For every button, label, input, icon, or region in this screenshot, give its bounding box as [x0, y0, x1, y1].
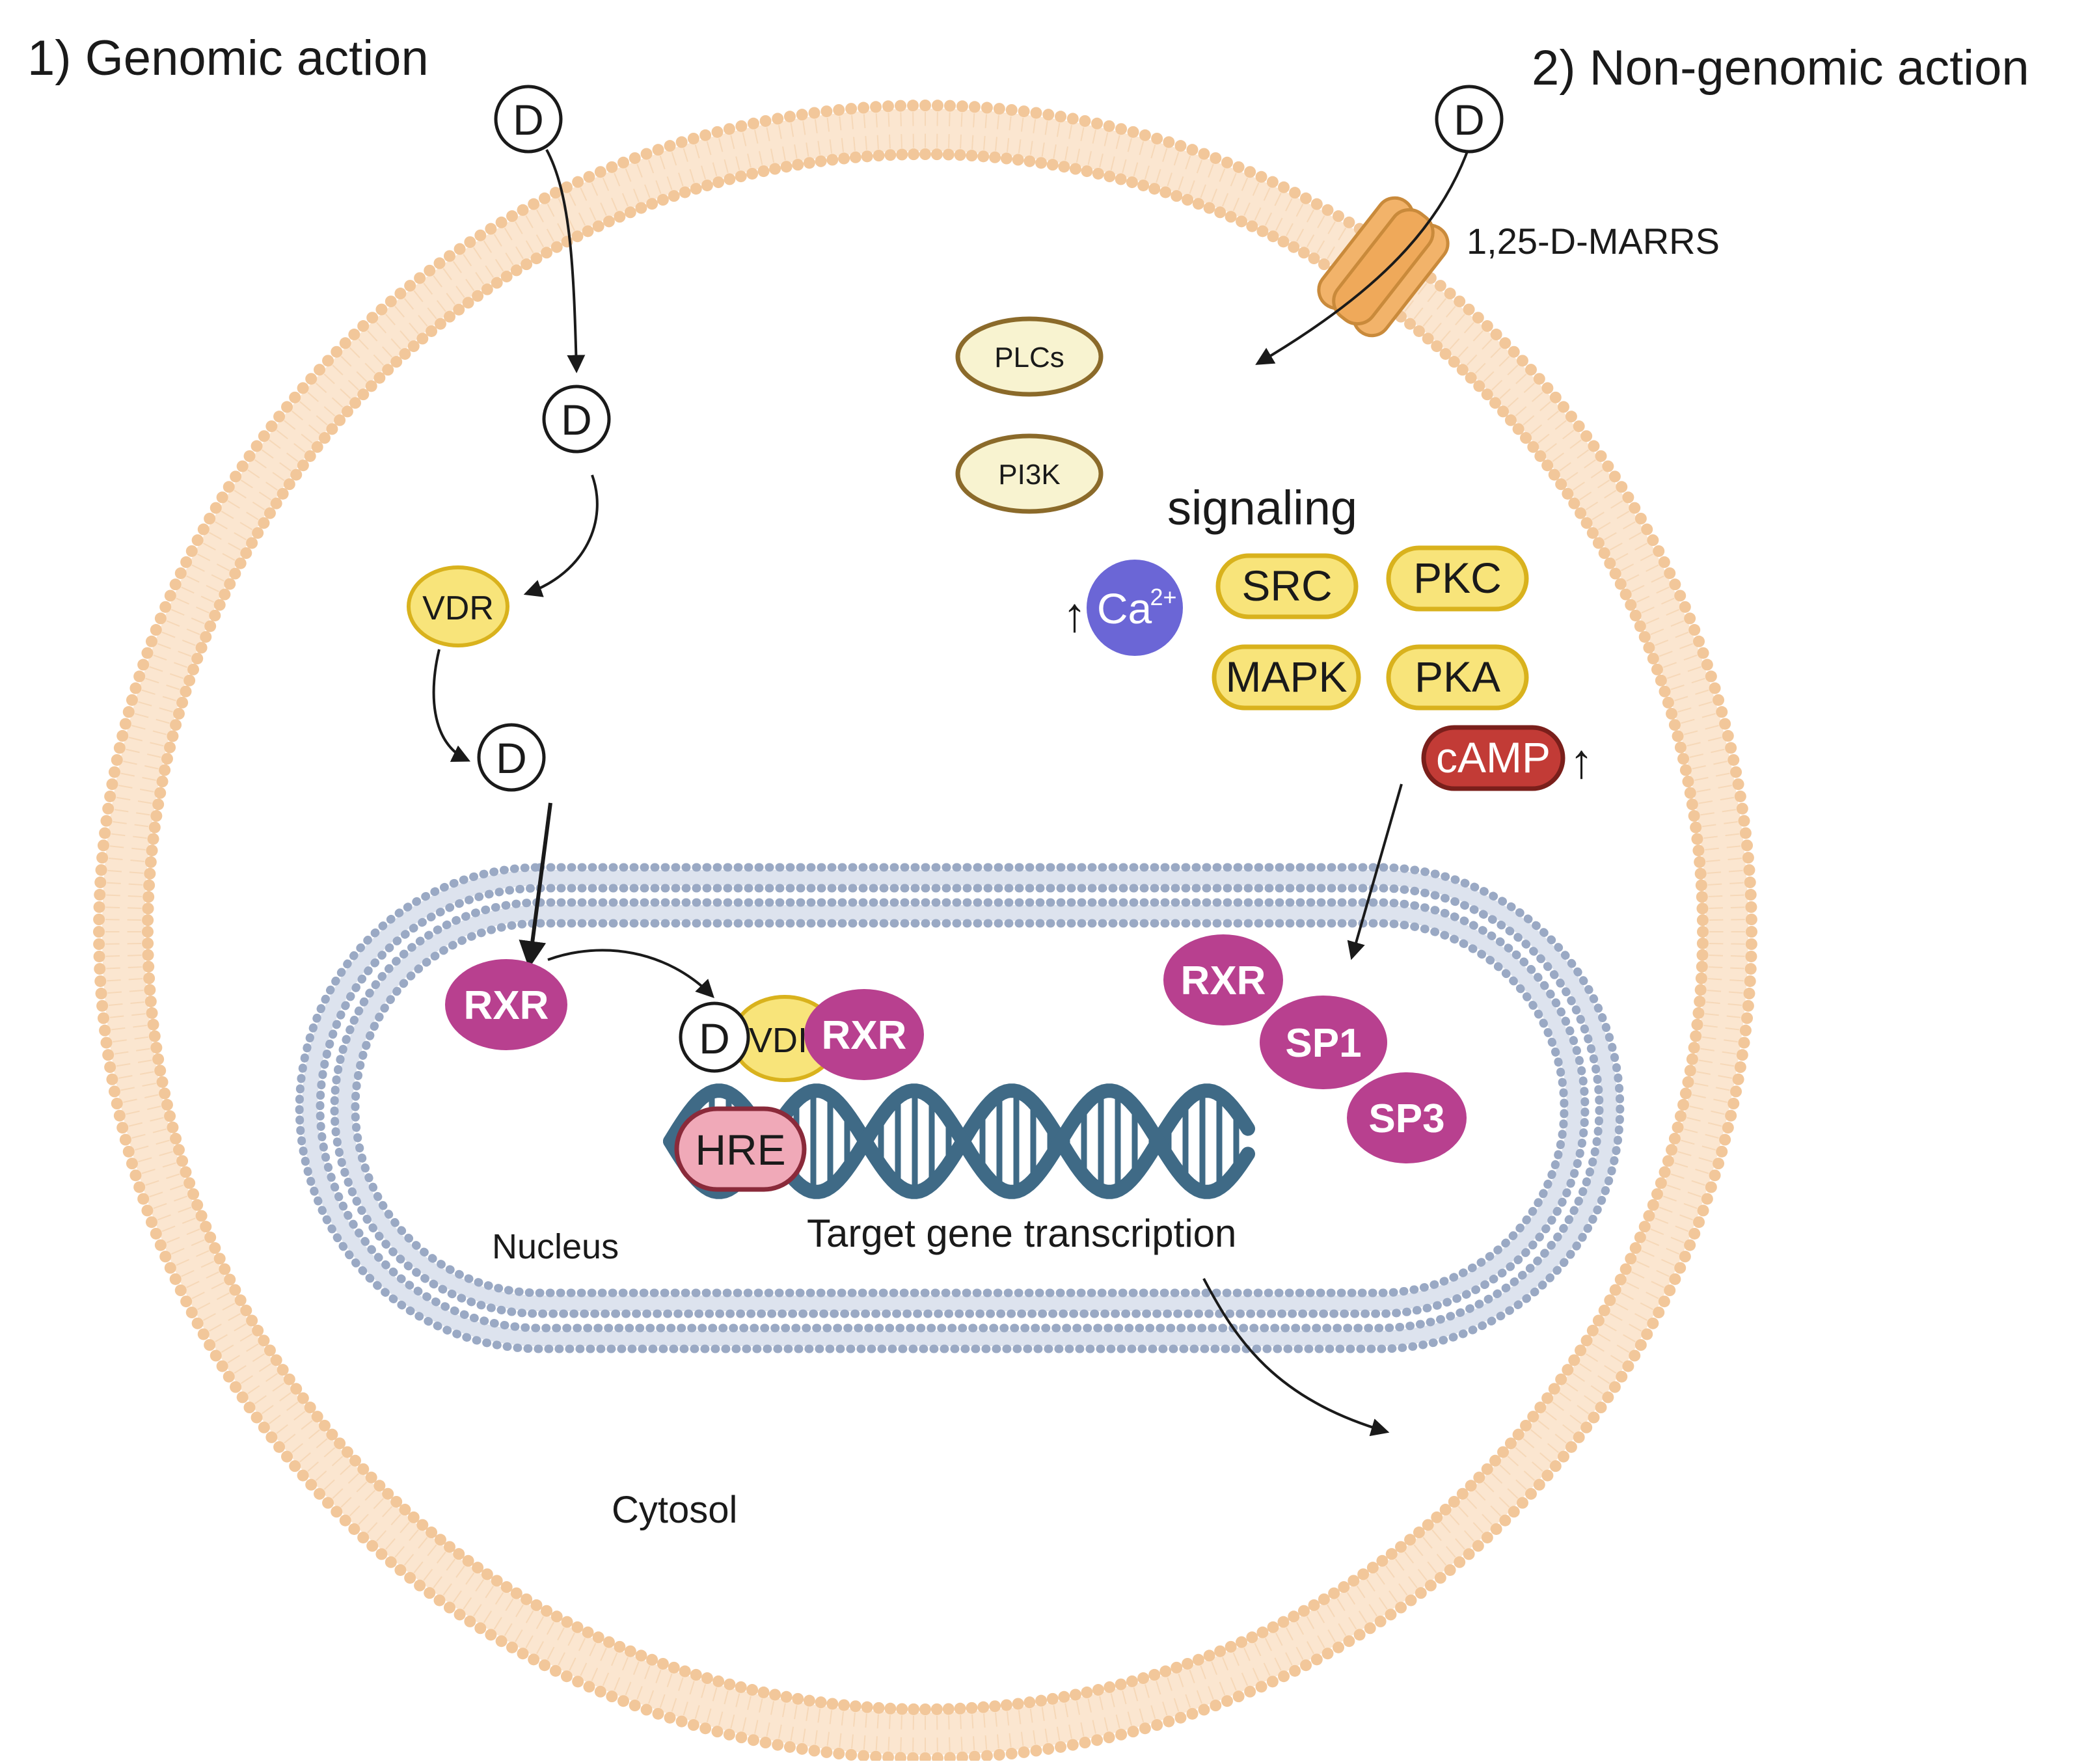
- src-protein: SRC: [1218, 556, 1356, 617]
- ligand-d-label: D: [699, 1014, 730, 1063]
- ligand-d-bound: D: [479, 725, 544, 790]
- genomic-title: 1) Genomic action: [27, 31, 429, 86]
- nucleus-label: Nucleus: [492, 1227, 619, 1266]
- arrow-rxr-to-complex: [548, 950, 712, 996]
- pka-label: PKA: [1415, 653, 1500, 701]
- rxr-label: RXR: [464, 983, 549, 1028]
- hre-label: HRE: [695, 1126, 785, 1174]
- receptor-label: 1,25-D-MARRS: [1467, 221, 1720, 262]
- camp-up-arrow: ↑: [1569, 734, 1593, 788]
- target-gene-label: Target gene transcription: [807, 1212, 1236, 1255]
- plcs-protein: PLCs: [958, 319, 1101, 394]
- pka-protein: PKA: [1389, 647, 1526, 708]
- hre-element: HRE: [677, 1109, 804, 1189]
- vdr-label: VDR: [422, 590, 494, 627]
- ligand-d-label: D: [561, 396, 592, 444]
- vdr-protein: VDR: [409, 567, 508, 645]
- ligand-d-top-left: D: [496, 87, 561, 152]
- rxr-protein-left: RXR: [445, 959, 567, 1050]
- mapk-label: MAPK: [1225, 653, 1347, 701]
- pkc-protein: PKC: [1389, 548, 1526, 609]
- sp3-label: SP3: [1368, 1096, 1444, 1141]
- plcs-label: PLCs: [994, 342, 1064, 373]
- sp3-protein: SP3: [1347, 1072, 1467, 1163]
- calcium-ion: Ca 2+: [1087, 560, 1183, 656]
- calcium-charge: 2+: [1150, 584, 1176, 610]
- ligand-d-top-right: D: [1437, 87, 1502, 152]
- ligand-d-label: D: [1454, 96, 1485, 144]
- ligand-d-label: D: [496, 734, 527, 782]
- vdr-rxr-complex: VDI RXR D: [681, 989, 924, 1080]
- sp1-label: SP1: [1285, 1021, 1361, 1066]
- signaling-label: signaling: [1167, 481, 1357, 535]
- mapk-protein: MAPK: [1214, 647, 1359, 708]
- rxr-complex-label: RXR: [822, 1013, 907, 1058]
- pi3k-protein: PI3K: [958, 436, 1101, 511]
- vdr-partial-label: VDI: [749, 1021, 807, 1060]
- rxr-label: RXR: [1181, 958, 1266, 1003]
- cytosol-label: Cytosol: [612, 1489, 737, 1531]
- arrow-vdr-to-d: [434, 649, 467, 760]
- camp-label: cAMP: [1436, 733, 1551, 781]
- sp1-protein: SP1: [1260, 996, 1387, 1089]
- camp-molecule: cAMP: [1424, 727, 1563, 789]
- non-genomic-title: 2) Non-genomic action: [1532, 40, 2029, 96]
- calcium-label: Ca: [1097, 584, 1152, 632]
- ligand-d-cytoplasm: D: [544, 387, 609, 452]
- ligand-d-label: D: [513, 96, 544, 144]
- rxr-protein-right: RXR: [1163, 934, 1283, 1025]
- arrow-d-to-vdr: [527, 475, 597, 593]
- pkc-label: PKC: [1413, 554, 1502, 602]
- arrow-d-to-cytoplasm: [547, 150, 576, 370]
- src-label: SRC: [1241, 562, 1332, 610]
- ca-up-arrow: ↑: [1063, 588, 1087, 642]
- pi3k-label: PI3K: [998, 459, 1060, 491]
